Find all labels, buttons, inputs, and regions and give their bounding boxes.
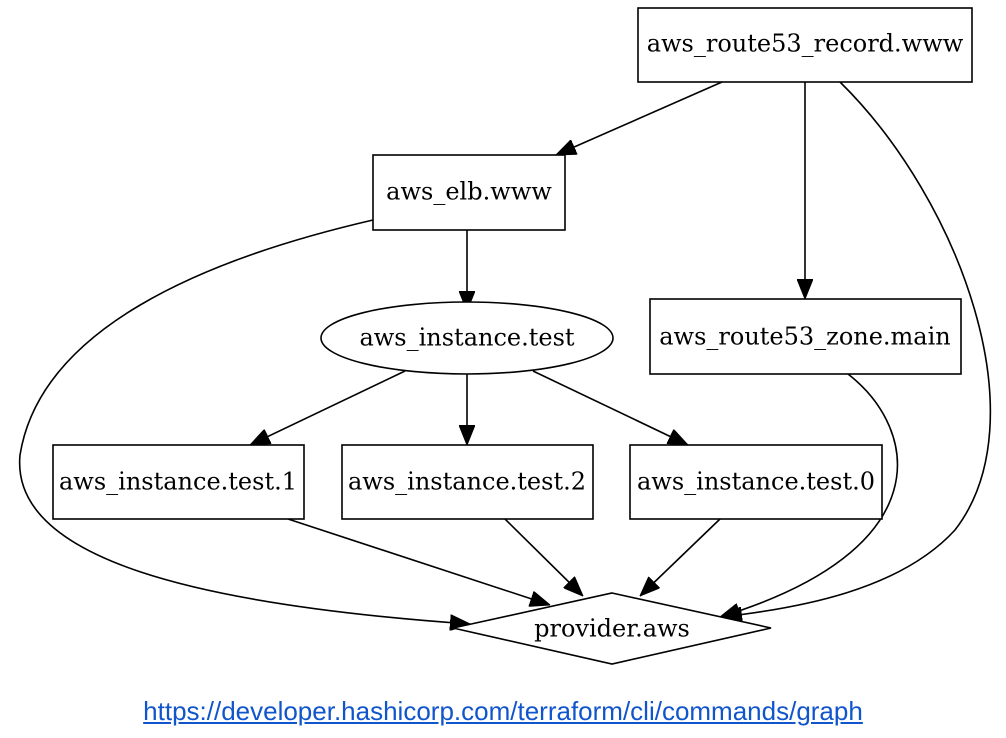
node-label: aws_route53_record.www xyxy=(647,30,964,58)
edge-test2-to-provider xyxy=(504,518,583,596)
node-label: aws_instance.test xyxy=(359,324,574,352)
edge-instance-to-test1 xyxy=(250,370,406,446)
source-link[interactable]: https://developer.hashicorp.com/terrafor… xyxy=(143,696,863,726)
dependency-graph: aws_route53_record.www aws_elb.www aws_i… xyxy=(18,7,992,665)
node-label: aws_instance.test.0 xyxy=(637,468,875,496)
node-aws-route53-zone-main: aws_route53_zone.main xyxy=(649,298,962,375)
edge-test1-to-provider xyxy=(287,518,550,605)
edge-instance-to-test0 xyxy=(532,370,688,446)
edge-zone-to-provider xyxy=(720,373,899,617)
node-aws-route53-record-www: aws_route53_record.www xyxy=(637,7,973,83)
node-provider-aws: provider.aws xyxy=(452,592,772,665)
node-aws-instance-test-0: aws_instance.test.0 xyxy=(629,444,883,520)
node-label: aws_route53_zone.main xyxy=(659,323,951,351)
node-label: provider.aws xyxy=(534,615,690,643)
node-label: aws_instance.test.2 xyxy=(348,468,586,496)
node-label: aws_elb.www xyxy=(386,178,552,206)
node-label: aws_instance.test.1 xyxy=(59,468,297,496)
node-aws-instance-test-1: aws_instance.test.1 xyxy=(52,444,305,520)
edge-route53-record-to-provider xyxy=(722,81,992,617)
edge-route53-record-to-elb xyxy=(556,81,723,156)
edges xyxy=(18,81,992,624)
edge-test0-to-provider xyxy=(640,518,721,596)
node-aws-instance-test: aws_instance.test xyxy=(320,301,614,375)
edge-elb-to-provider xyxy=(18,219,470,624)
node-aws-instance-test-2: aws_instance.test.2 xyxy=(341,444,594,520)
node-aws-elb-www: aws_elb.www xyxy=(372,154,566,231)
